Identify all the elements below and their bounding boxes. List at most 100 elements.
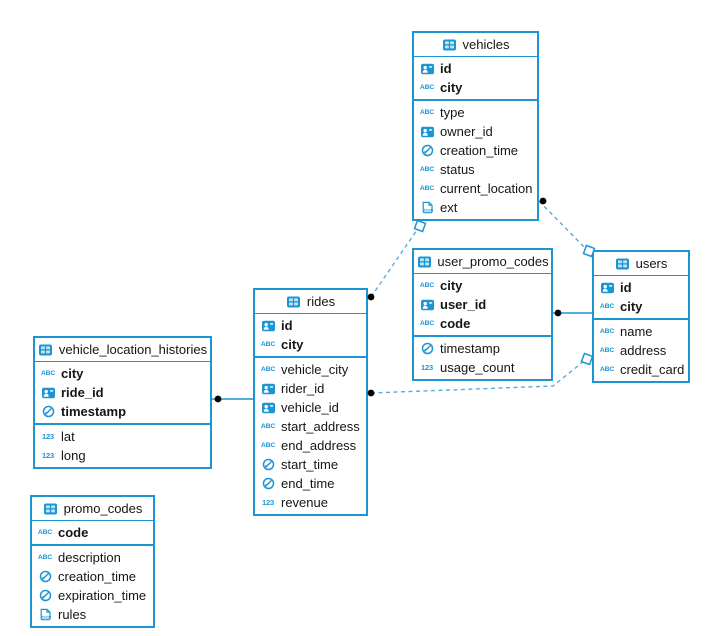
numeric-type-icon: 123: [421, 363, 433, 372]
column-creation_time[interactable]: creation_time: [414, 141, 537, 160]
column-timestamp[interactable]: timestamp: [414, 339, 551, 358]
column-id[interactable]: id: [255, 316, 366, 335]
column-name: city: [440, 80, 463, 95]
table-icon: [43, 503, 59, 515]
id-type-icon: [419, 63, 435, 75]
table-icon: [38, 344, 54, 356]
column-city[interactable]: ABC city: [414, 78, 537, 97]
column-name: id: [440, 61, 452, 76]
column-name: creation_time: [58, 569, 137, 584]
text-type-icon: ABC: [260, 341, 276, 348]
column-name: id: [281, 318, 293, 333]
columns-section: ABC description creation_time expiration_…: [32, 546, 153, 626]
relationship-vehicle_location_histories-to-rides[interactable]: [212, 395, 253, 403]
relationship-user_promo_codes-to-users[interactable]: [553, 309, 592, 317]
text-type-icon: ABC: [419, 166, 435, 173]
column-name: start_time: [281, 457, 339, 472]
column-city[interactable]: ABC city: [255, 335, 366, 354]
timestamp-type-icon: [419, 144, 435, 157]
column-name: timestamp: [61, 404, 127, 419]
column-name: lat: [61, 429, 75, 444]
column-user_id[interactable]: user_id: [414, 295, 551, 314]
text-type-icon: ABC: [419, 84, 435, 91]
column-description[interactable]: ABC description: [32, 548, 153, 567]
column-owner_id[interactable]: owner_id: [414, 122, 537, 141]
id-type-icon: [260, 320, 276, 332]
column-name: description: [58, 550, 121, 565]
connector-square: [580, 352, 594, 366]
column-name: ride_id: [61, 385, 104, 400]
column-start_time[interactable]: start_time: [255, 455, 366, 474]
table-icon: [615, 258, 631, 270]
column-rider_id[interactable]: rider_id: [255, 379, 366, 398]
table-header-promo_codes[interactable]: promo_codes: [32, 497, 153, 521]
table-header-vehicle_location_histories[interactable]: vehicle_location_histories: [35, 338, 210, 362]
timestamp-type-icon: [260, 477, 276, 490]
table-title: vehicles: [462, 37, 510, 52]
text-type-icon: ABC: [599, 366, 615, 373]
column-name: rules: [58, 607, 87, 622]
table-header-users[interactable]: users: [594, 252, 688, 276]
column-id[interactable]: id: [594, 278, 688, 297]
id-type-icon: [260, 383, 276, 395]
column-name: user_id: [440, 297, 487, 312]
table-header-user_promo_codes[interactable]: user_promo_codes: [414, 250, 551, 274]
table-title: promo_codes: [63, 501, 143, 516]
column-vehicle_id[interactable]: vehicle_id: [255, 398, 366, 417]
column-name: end_time: [281, 476, 335, 491]
table-title: users: [635, 256, 668, 271]
column-expiration_time[interactable]: expiration_time: [32, 586, 153, 605]
column-name: revenue: [281, 495, 328, 510]
column-name: id: [620, 280, 632, 295]
table-header-vehicles[interactable]: vehicles: [414, 33, 537, 57]
column-creation_time[interactable]: creation_time: [32, 567, 153, 586]
column-ride_id[interactable]: ride_id: [35, 383, 210, 402]
column-name: city: [281, 337, 304, 352]
column-timestamp[interactable]: timestamp: [35, 402, 210, 421]
table-header-rides[interactable]: rides: [255, 290, 366, 314]
timestamp-type-icon: [40, 405, 56, 418]
column-name: creation_time: [440, 143, 519, 158]
text-type-icon: ABC: [37, 554, 53, 561]
table-title: vehicle_location_histories: [58, 342, 208, 357]
connector-square: [413, 219, 427, 233]
column-name: city: [440, 278, 463, 293]
table-title: user_promo_codes: [437, 254, 549, 269]
column-end_time[interactable]: end_time: [255, 474, 366, 493]
column-id[interactable]: id: [414, 59, 537, 78]
id-type-icon: [419, 299, 435, 311]
text-type-icon: ABC: [260, 442, 276, 449]
column-name: code: [58, 525, 89, 540]
